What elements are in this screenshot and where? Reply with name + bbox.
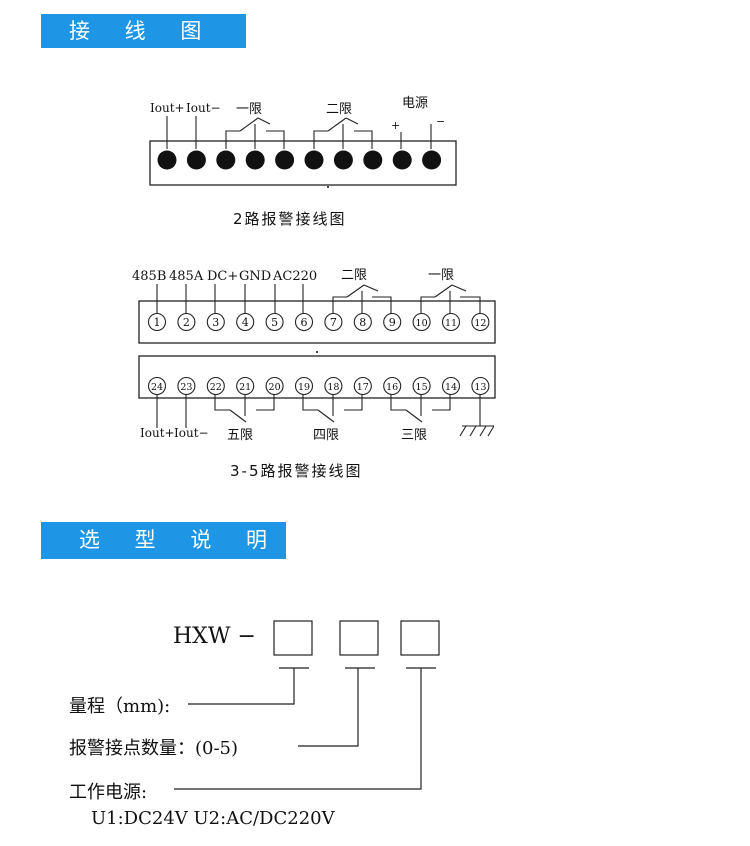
label-gnd: GND xyxy=(239,269,271,284)
terminal-top-number: 3 xyxy=(212,316,219,329)
terminal-top-circle xyxy=(412,312,431,332)
wiring-leads-2 xyxy=(156,284,495,437)
selection-lines xyxy=(174,620,440,790)
terminal-bottom-number: 20 xyxy=(269,382,281,393)
terminal-bottom-circle xyxy=(353,376,372,396)
terminal-top-circle xyxy=(294,312,314,332)
terminal-bottom-number: 19 xyxy=(298,382,310,393)
terminal-top-number: 10 xyxy=(416,318,428,329)
label-top-alarm2: 二限 xyxy=(341,268,367,283)
terminal-dot xyxy=(363,150,383,170)
terminal-top-number: 8 xyxy=(359,316,366,329)
terminal-block-top xyxy=(138,300,496,344)
terminal-bottom-number: 24 xyxy=(151,382,163,393)
terminal-top-number: 11 xyxy=(445,318,457,329)
terminal-bottom-circle xyxy=(441,376,461,396)
terminal-bottom-number: 18 xyxy=(327,382,339,393)
code-box-3 xyxy=(400,620,440,656)
terminal-dot xyxy=(157,150,177,170)
terminal-top-number: 2 xyxy=(183,316,190,329)
label-dc-plus: DC+ xyxy=(207,269,238,284)
selection-banner: 选 型 说 明 xyxy=(41,522,286,559)
label-485b: 485B xyxy=(132,269,166,284)
terminal-block-bottom xyxy=(138,355,496,399)
terminal-bottom-number: 13 xyxy=(474,382,486,393)
label-power-minus: − xyxy=(436,115,445,128)
alarm-points-label: 报警接点数量：(0-5) xyxy=(69,738,239,759)
terminal-bottom-number: 23 xyxy=(180,382,192,393)
label-power-plus: + xyxy=(391,119,400,132)
terminal-top-circle xyxy=(206,312,225,332)
terminal-top-number: 12 xyxy=(474,318,486,329)
code-box-2 xyxy=(339,620,379,656)
terminal-bottom-circle xyxy=(206,376,225,396)
terminal-top-number: 4 xyxy=(242,316,249,329)
terminal-bottom-number: 21 xyxy=(239,382,251,393)
terminal-bottom-number: 22 xyxy=(210,382,222,393)
terminal-top-number: 6 xyxy=(301,316,308,329)
model-prefix: HXW − xyxy=(173,624,256,649)
power-supply-label: 工作电源: xyxy=(69,782,148,803)
label-ac220: AC220 xyxy=(272,269,317,284)
terminal-dot xyxy=(333,150,353,170)
terminal-top-number: 5 xyxy=(271,316,278,329)
selection-banner-title: 选 型 说 明 xyxy=(79,528,282,552)
label-alarm1: 一限 xyxy=(236,102,262,117)
terminal-bottom-circle xyxy=(265,376,284,396)
terminal-bottom-number: 17 xyxy=(357,382,369,393)
label-bottom-iout-minus: Iout− xyxy=(174,426,209,440)
terminal-bottom-circle xyxy=(294,376,314,396)
label-485a: 485A xyxy=(169,269,204,284)
terminal-top-number: 7 xyxy=(330,316,337,329)
terminal-dot xyxy=(392,150,412,170)
wiring-banner: 接 线 图 xyxy=(41,14,246,48)
terminal-top-number: 1 xyxy=(154,316,161,329)
terminal-dot xyxy=(422,150,442,170)
label-alarm5: 五限 xyxy=(227,428,253,443)
label-alarm4: 四限 xyxy=(313,428,339,443)
terminal-row-bottom: 24 23 22 21 20 19 18 17 16 15 14 13 xyxy=(147,376,490,396)
terminal-dot xyxy=(245,150,265,170)
wiring-banner-title: 接 线 图 xyxy=(69,19,216,43)
terminal-bottom-circle xyxy=(412,376,431,396)
terminal-row xyxy=(157,150,442,188)
label-power: 电源 xyxy=(402,96,428,111)
label-iout-plus: Iout+ xyxy=(150,101,185,115)
terminal-bottom-number: 14 xyxy=(445,382,457,393)
power-options: U1:DC24V U2:AC/DC220V xyxy=(91,808,335,829)
label-alarm3: 三限 xyxy=(401,428,427,443)
terminal-bottom-number: 16 xyxy=(386,382,398,393)
terminal-dot xyxy=(216,150,236,170)
terminal-dot xyxy=(186,150,206,170)
label-top-alarm1: 一限 xyxy=(428,268,454,283)
label-alarm2: 二限 xyxy=(326,102,352,117)
terminal-top-number: 9 xyxy=(389,316,396,329)
terminal-top-circle xyxy=(383,312,402,332)
code-box-1 xyxy=(273,620,313,656)
diagram2-title: 3-5路报警接线图 xyxy=(230,462,363,480)
terminal-dot xyxy=(304,150,324,170)
terminal-bottom-number: 15 xyxy=(416,382,428,393)
terminal-block xyxy=(149,140,457,186)
terminal-dot xyxy=(275,150,295,170)
range-label: 量程（mm): xyxy=(69,696,171,717)
wiring-leads xyxy=(166,116,432,149)
terminal-bottom-circle xyxy=(383,376,402,396)
terminal-top-circle xyxy=(353,312,372,332)
diagram1-title: 2路报警接线图 xyxy=(233,210,347,228)
label-iout-minus: Iout− xyxy=(186,101,221,115)
label-bottom-iout-plus: Iout+ xyxy=(140,426,175,440)
terminal-top-circle xyxy=(441,312,461,332)
